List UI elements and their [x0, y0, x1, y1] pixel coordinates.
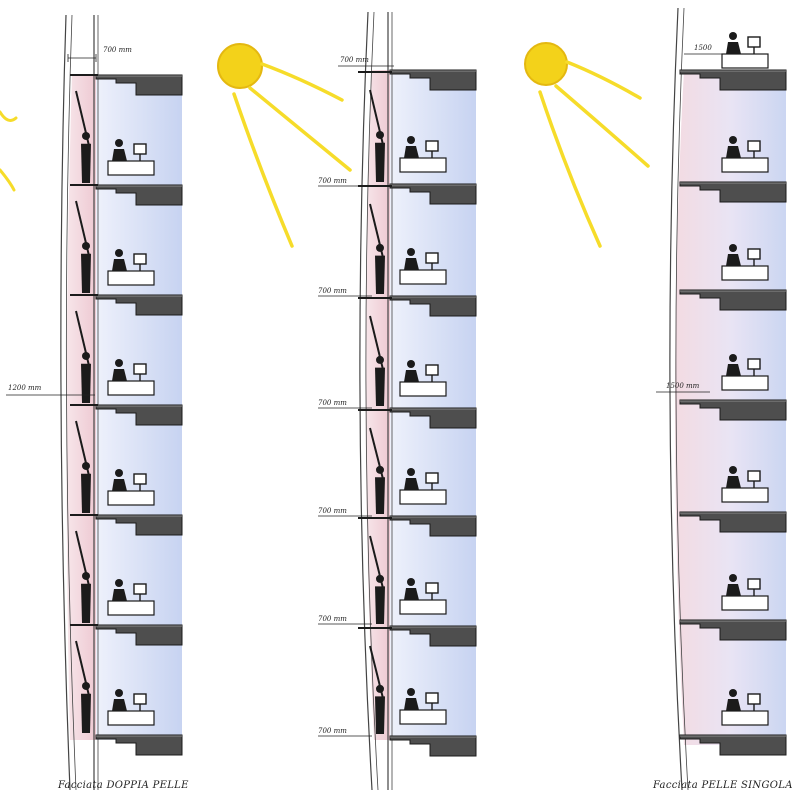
seated-person-head	[729, 574, 737, 582]
desk	[400, 490, 446, 504]
seated-person-head	[115, 469, 123, 477]
standing-person-body	[81, 584, 91, 623]
desk	[400, 710, 446, 724]
monitor-icon	[748, 249, 760, 259]
desk	[400, 382, 446, 396]
monitor-icon	[134, 144, 146, 154]
monitor-icon	[748, 471, 760, 481]
desk	[108, 381, 154, 395]
desk	[108, 491, 154, 505]
middle-floor-dimensions: 700 mm 700 mm 700 mm 700 mm 700 mm 700 mm	[318, 177, 372, 736]
seated-person-head	[729, 32, 737, 40]
floor-dimension-label: 700 mm	[318, 727, 347, 735]
seated-person-head	[729, 689, 737, 697]
desk	[108, 601, 154, 615]
seated-person-head	[729, 466, 737, 474]
standing-person-body	[81, 364, 91, 403]
desk	[108, 271, 154, 285]
left-side-dimension-label: 1200 mm	[8, 384, 42, 392]
seated-person-head	[407, 248, 415, 256]
left-partial-ray	[0, 112, 16, 120]
monitor-icon	[748, 579, 760, 589]
floor-dimension-label: 700 mm	[318, 287, 347, 295]
desk	[400, 270, 446, 284]
standing-person-body	[375, 586, 385, 624]
monitor-icon	[134, 254, 146, 264]
monitor-icon	[426, 365, 438, 375]
standing-person-body	[375, 256, 385, 294]
desk	[722, 488, 768, 502]
standing-person-body	[375, 477, 385, 514]
monitor-icon	[426, 141, 438, 151]
monitor-icon	[748, 694, 760, 704]
standing-person-body	[375, 143, 385, 182]
seated-person-head	[729, 244, 737, 252]
desk	[400, 600, 446, 614]
monitor-icon	[748, 359, 760, 369]
standing-person-body	[375, 368, 385, 406]
left-top-dimension: 700 mm	[68, 46, 132, 62]
desk	[722, 376, 768, 390]
monitor-icon	[426, 253, 438, 263]
monitor-icon	[748, 141, 760, 151]
middle-top-dimension-label: 700 mm	[340, 56, 369, 64]
floor-slab	[390, 736, 476, 756]
seated-person-head	[115, 689, 123, 697]
sun-left-icon	[218, 44, 262, 88]
left-double-skin-facade: 700 mm 1200 mm	[0, 15, 182, 790]
right-top-dimension-label: 1500	[694, 44, 712, 52]
caption-double-skin: Facciata DOPPIA PELLE	[58, 780, 189, 791]
desk	[108, 161, 154, 175]
desk	[722, 54, 768, 68]
desk	[722, 711, 768, 725]
monitor-icon	[748, 37, 760, 47]
middle-double-skin-facade: 700 mm 700 mm700 mm700 mm700 mm700 mm700…	[318, 12, 476, 790]
desk	[722, 596, 768, 610]
floor-dimension-label: 700 mm	[318, 615, 347, 623]
seated-person-head	[407, 360, 415, 368]
floor-dimension-label: 700 mm	[318, 507, 347, 515]
sun-right	[525, 43, 648, 246]
standing-person-body	[375, 696, 385, 734]
seated-person-head	[115, 359, 123, 367]
monitor-icon	[426, 473, 438, 483]
sun-left	[218, 44, 350, 246]
monitor-icon	[426, 693, 438, 703]
seated-person-head	[407, 578, 415, 586]
monitor-icon	[134, 584, 146, 594]
seated-person-head	[729, 354, 737, 362]
standing-person-body	[81, 474, 91, 513]
monitor-icon	[426, 583, 438, 593]
seated-person-head	[729, 136, 737, 144]
seated-person-head	[115, 249, 123, 257]
seated-person-body	[726, 42, 741, 54]
right-single-skin-facade: 1500 1500 mm	[656, 8, 786, 790]
right-top-dimension: 1500	[684, 44, 730, 54]
floor-dimension-label: 700 mm	[318, 399, 347, 407]
seated-person-head	[407, 688, 415, 696]
standing-person-body	[81, 144, 91, 183]
caption-single-skin: Facciata PELLE SINGOLA	[653, 780, 793, 791]
monitor-icon	[134, 364, 146, 374]
floor-slab	[96, 735, 182, 755]
seated-person-head	[115, 579, 123, 587]
standing-person-body	[81, 694, 91, 733]
desk	[722, 158, 768, 172]
right-side-dimension-label: 1500 mm	[666, 382, 700, 390]
seated-person-head	[407, 468, 415, 476]
left-top-dimension-label: 700 mm	[103, 46, 132, 54]
desk	[722, 266, 768, 280]
desk	[108, 711, 154, 725]
sun-right-icon	[525, 43, 567, 85]
desk	[400, 158, 446, 172]
seated-person-head	[407, 136, 415, 144]
seated-person-head	[115, 139, 123, 147]
standing-person-body	[81, 254, 91, 293]
floor-dimension-label: 700 mm	[318, 177, 347, 185]
monitor-icon	[134, 474, 146, 484]
monitor-icon	[134, 694, 146, 704]
